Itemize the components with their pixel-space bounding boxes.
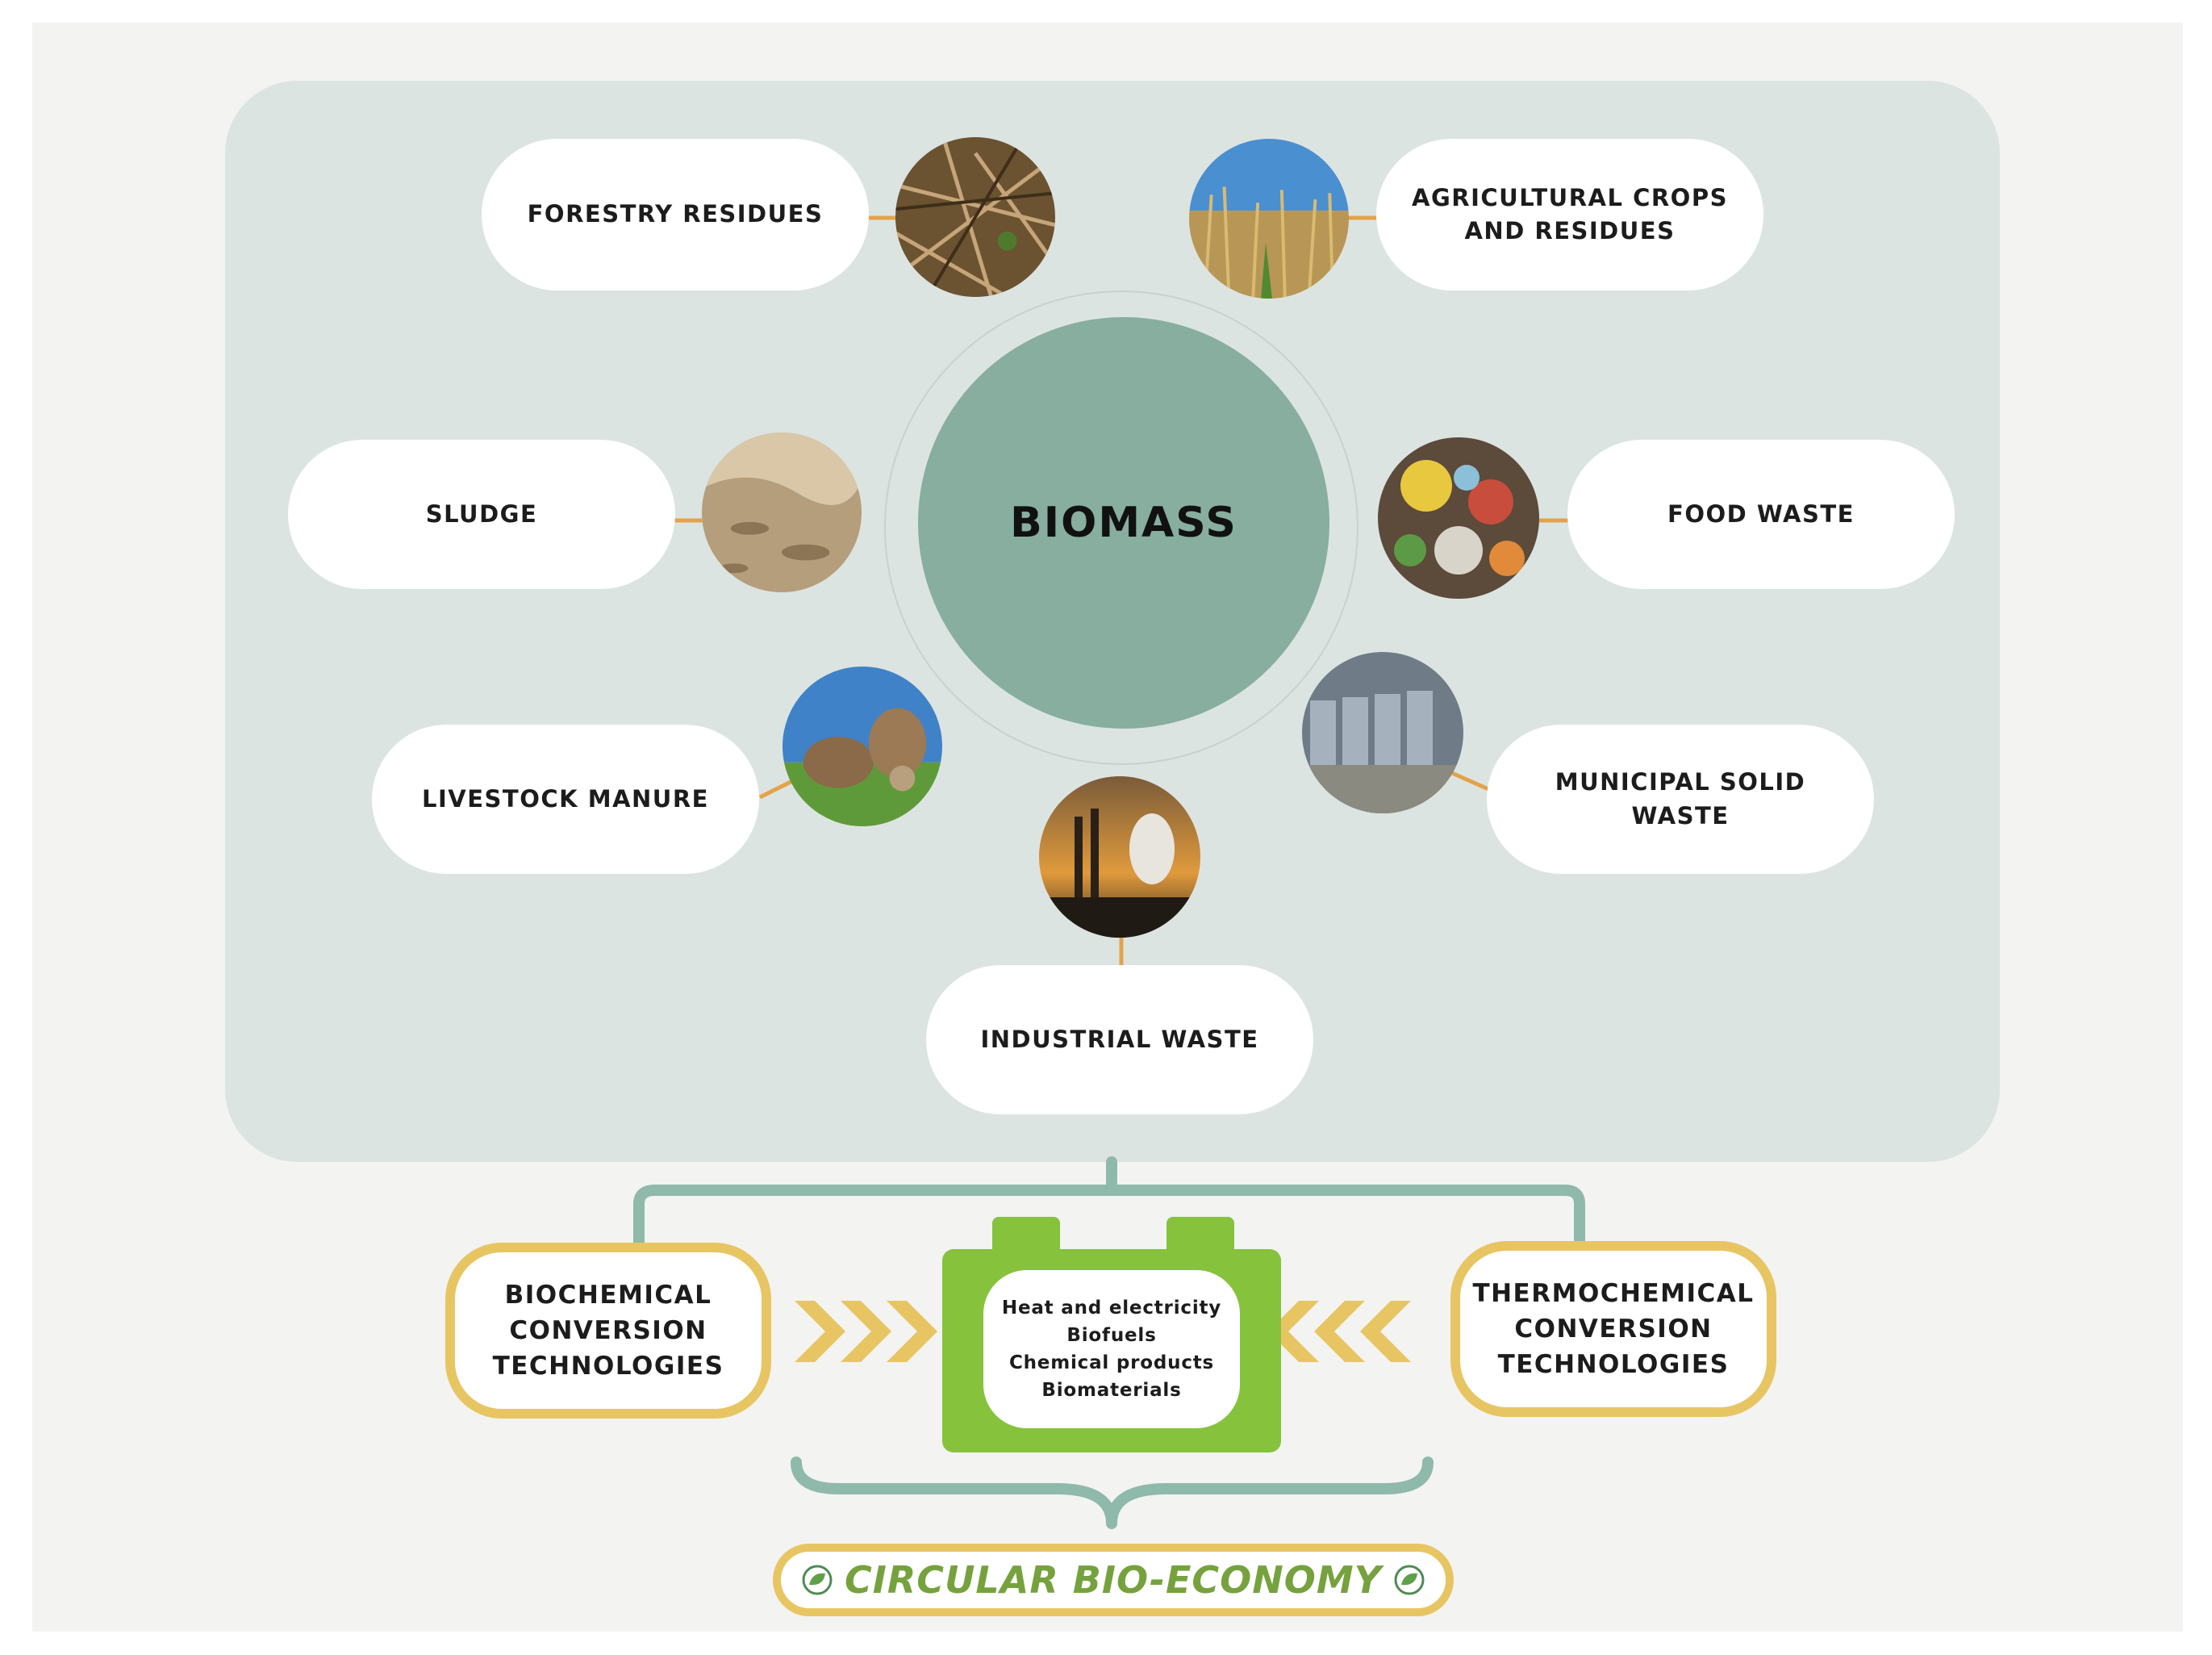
- livestock-manure-photo: [783, 667, 942, 826]
- source-label: LIVESTOCK MANURE: [422, 784, 709, 813]
- biomass-center: BIOMASS: [918, 317, 1329, 729]
- source-label: SLUDGE: [425, 499, 538, 528]
- source-label: FOOD WASTE: [1667, 499, 1855, 528]
- product-item: Heat and electricity: [1001, 1297, 1222, 1319]
- source-food-waste: FOOD WASTE: [1567, 440, 1955, 589]
- tech-line: TECHNOLOGIES: [492, 1352, 724, 1381]
- source-municipal-solid-waste: MUNICIPAL SOLID WASTE: [1487, 725, 1874, 874]
- biochemical-technologies-box: BIOCHEMICAL CONVERSION TECHNOLOGIES: [445, 1243, 771, 1419]
- source-agricultural-crops: AGRICULTURAL CROPS AND RESIDUES: [1376, 139, 1763, 290]
- thermochemical-technologies-box: THERMOCHEMICAL CONVERSION TECHNOLOGIES: [1450, 1241, 1776, 1417]
- leaf-globe-icon: [802, 1565, 833, 1595]
- product-item: Chemical products: [1008, 1352, 1215, 1373]
- source-livestock-manure: LIVESTOCK MANURE: [372, 725, 759, 874]
- source-forestry-residues: FORESTRY RESIDUES: [482, 139, 869, 290]
- products-list: Heat and electricity Biofuels Chemical p…: [983, 1270, 1240, 1428]
- tech-line: CONVERSION: [509, 1315, 707, 1345]
- circular-bio-economy-badge: CIRCULAR BIO-ECONOMY: [773, 1544, 1454, 1616]
- agricultural-crops-photo: [1189, 139, 1349, 299]
- leaf-globe-icon: [1394, 1565, 1425, 1595]
- municipal-solid-waste-photo: [1302, 652, 1463, 813]
- connector-livestock: [758, 779, 794, 800]
- biomass-label: BIOMASS: [1010, 499, 1237, 547]
- chevrons-left-icon: [1268, 1301, 1411, 1362]
- source-label-line2: AND RESIDUES: [1464, 217, 1676, 244]
- connector-municipal: [1450, 771, 1490, 792]
- source-sludge: SLUDGE: [288, 440, 675, 589]
- tech-line: CONVERSION: [1514, 1314, 1713, 1344]
- circular-bio-economy-label: CIRCULAR BIO-ECONOMY: [845, 1558, 1382, 1602]
- source-label-line1: AGRICULTURAL CROPS: [1412, 183, 1728, 211]
- product-item: Biomaterials: [1041, 1380, 1182, 1402]
- source-label: FORESTRY RESIDUES: [527, 200, 824, 228]
- product-item: Biofuels: [1066, 1324, 1157, 1346]
- forestry-residues-photo: [895, 137, 1055, 297]
- source-label: MUNICIPAL SOLID WASTE: [1555, 768, 1806, 830]
- bracket-arm: [633, 1185, 1585, 1248]
- tech-line: TECHNOLOGIES: [1497, 1350, 1730, 1379]
- industrial-waste-photo: [1039, 776, 1200, 938]
- food-waste-photo: [1378, 437, 1539, 599]
- source-industrial-waste: INDUSTRIAL WASTE: [926, 965, 1313, 1114]
- biomass-ring: [884, 290, 1359, 765]
- curly-brace: [791, 1456, 1434, 1529]
- chevrons-right-icon: [795, 1301, 937, 1362]
- sludge-photo: [702, 433, 862, 592]
- tech-line: THERMOCHEMICAL: [1472, 1278, 1755, 1308]
- source-label: INDUSTRIAL WASTE: [980, 1025, 1259, 1053]
- tech-line: BIOCHEMICAL: [504, 1280, 712, 1310]
